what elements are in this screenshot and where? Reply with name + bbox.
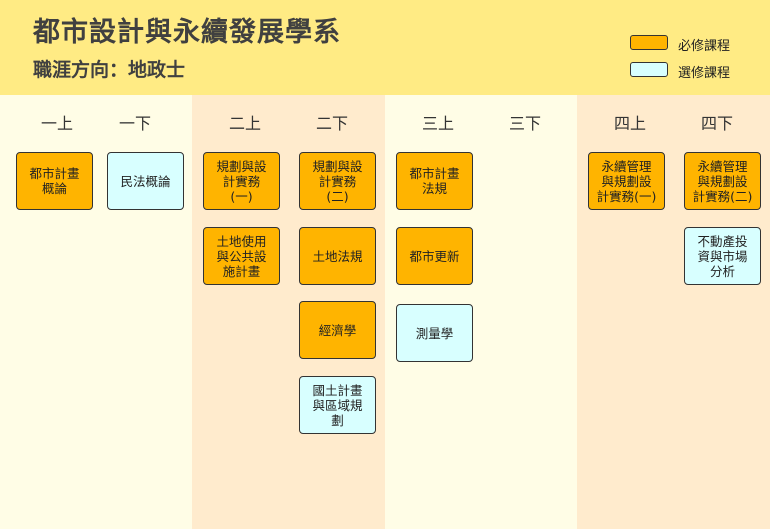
course-box[interactable]: 國土計畫 與區域規 劃	[299, 376, 376, 434]
course-box[interactable]: 土地使用 與公共設 施計畫	[203, 227, 280, 285]
semester-header: 四下	[700, 114, 733, 133]
header-banner: 都市設計與永續發展學系 職涯方向：地政士 必修課程 選修課程	[0, 0, 770, 95]
course-box[interactable]: 永續管理 與規劃設 計實務(一)	[588, 152, 665, 210]
course-box[interactable]: 測量學	[396, 304, 473, 362]
legend-elective-swatch	[630, 62, 668, 77]
semester-header: 四上	[613, 114, 646, 133]
career-direction-subtitle: 職涯方向：地政士	[33, 59, 186, 81]
semester-header: 三下	[508, 114, 541, 133]
course-box[interactable]: 規劃與設 計實務 (一)	[203, 152, 280, 210]
course-box[interactable]: 民法概論	[107, 152, 184, 210]
course-box[interactable]: 土地法規	[299, 227, 376, 285]
course-box[interactable]: 都市更新	[396, 227, 473, 285]
course-box[interactable]: 永續管理 與規劃設 計實務(二)	[684, 152, 761, 210]
semester-header: 一上	[40, 114, 73, 133]
course-box[interactable]: 經濟學	[299, 301, 376, 359]
course-box[interactable]: 規劃與設 計實務 (二)	[299, 152, 376, 210]
legend-required-label: 必修課程	[678, 39, 731, 54]
page-title: 都市設計與永續發展學系	[33, 17, 341, 48]
semester-header: 二下	[315, 114, 348, 133]
semester-header: 一下	[118, 114, 151, 133]
course-box[interactable]: 都市計畫 法規	[396, 152, 473, 210]
semester-header: 三上	[421, 114, 454, 133]
legend-required-swatch	[630, 35, 668, 50]
course-box[interactable]: 都市計畫 概論	[16, 152, 93, 210]
legend-elective-label: 選修課程	[678, 66, 731, 81]
semester-header: 二上	[228, 114, 261, 133]
course-box[interactable]: 不動產投 資與市場 分析	[684, 227, 761, 285]
